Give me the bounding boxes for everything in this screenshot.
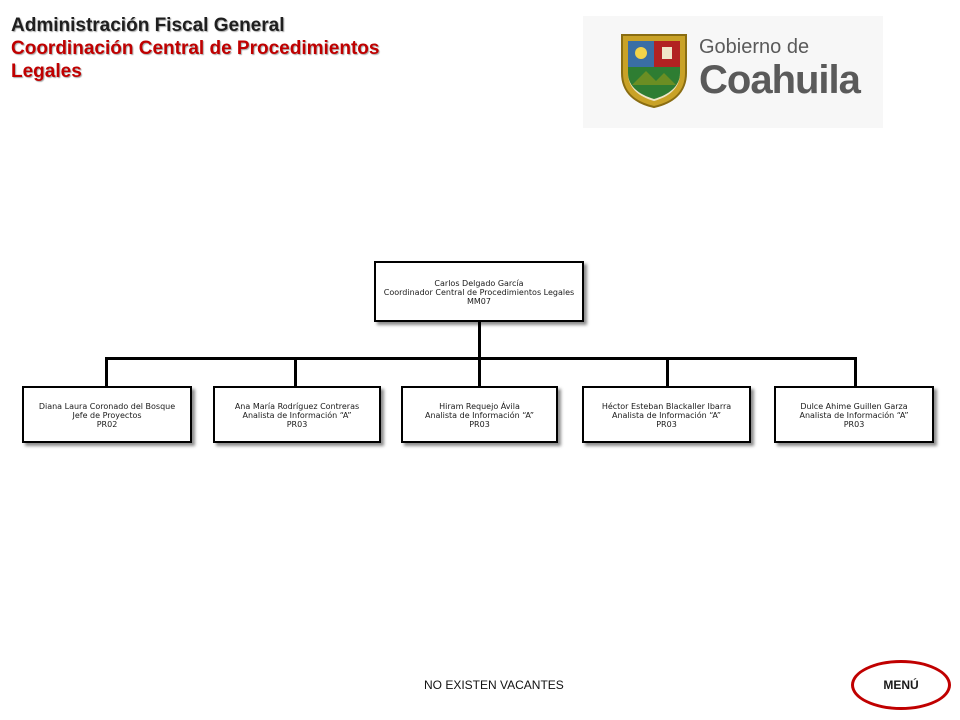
page-subtitle-continued: Legales — [11, 61, 82, 82]
logo-wordmark: Gobierno de Coahuila — [699, 36, 861, 102]
vacancies-status: NO EXISTEN VACANTES — [424, 678, 564, 692]
connector-child-4 — [666, 357, 669, 387]
node-code: PR03 — [286, 420, 308, 429]
page-header: Administración Fiscal General Coordinaci… — [11, 14, 379, 83]
connector-horizontal — [105, 357, 857, 360]
node-name: Héctor Esteban Blackaller Ibarra — [601, 402, 732, 411]
node-name: Dulce Ahime Guillen Garza — [800, 402, 908, 411]
node-name: Diana Laura Coronado del Bosque — [38, 402, 176, 411]
coat-of-arms-icon — [621, 34, 687, 109]
node-code: PR03 — [843, 420, 865, 429]
org-node-child-2: Ana María Rodríguez Contreras Analista d… — [213, 386, 381, 443]
org-node-child-4: Héctor Esteban Blackaller Ibarra Analist… — [582, 386, 751, 443]
connector-child-1 — [105, 357, 108, 387]
logo-text-small: Gobierno de — [699, 36, 810, 58]
connector-child-5 — [854, 357, 857, 387]
connector-child-2 — [294, 357, 297, 387]
node-code: PR03 — [656, 420, 677, 429]
org-node-child-3: Hiram Requejo Ávila Analista de Informac… — [401, 386, 558, 443]
page-title: Administración Fiscal General — [11, 15, 285, 36]
node-position: Analista de Información “A” — [242, 411, 352, 420]
node-code: PR02 — [96, 420, 118, 429]
node-code: MM07 — [467, 297, 491, 306]
menu-button-label: MENÚ — [883, 678, 919, 692]
connector-root-down — [478, 321, 481, 359]
connector-child-3 — [478, 357, 481, 387]
node-position: Analista de Información “A” — [799, 411, 909, 420]
node-name: Hiram Requejo Ávila — [439, 402, 520, 411]
org-node-coordinator: Carlos Delgado García Coordinador Centra… — [374, 261, 584, 322]
org-node-child-1: Diana Laura Coronado del Bosque Jefe de … — [22, 386, 192, 443]
page-subtitle: Coordinación Central de Procedimientos — [11, 38, 380, 59]
node-position: Analista de Información “A” — [611, 411, 722, 420]
node-name: Carlos Delgado García — [434, 279, 524, 288]
node-position: Analista de Información “A” — [424, 411, 535, 420]
node-name: Ana María Rodríguez Contreras — [234, 402, 360, 411]
node-code: PR03 — [469, 420, 490, 429]
node-position: Jefe de Proyectos — [72, 411, 142, 420]
logo-text-big: Coahuila — [699, 58, 861, 102]
org-node-child-5: Dulce Ahime Guillen Garza Analista de In… — [774, 386, 934, 443]
menu-button[interactable]: MENÚ — [851, 660, 951, 710]
government-logo: Gobierno de Coahuila — [583, 16, 883, 128]
node-position: Coordinador Central de Procedimientos Le… — [383, 288, 575, 297]
